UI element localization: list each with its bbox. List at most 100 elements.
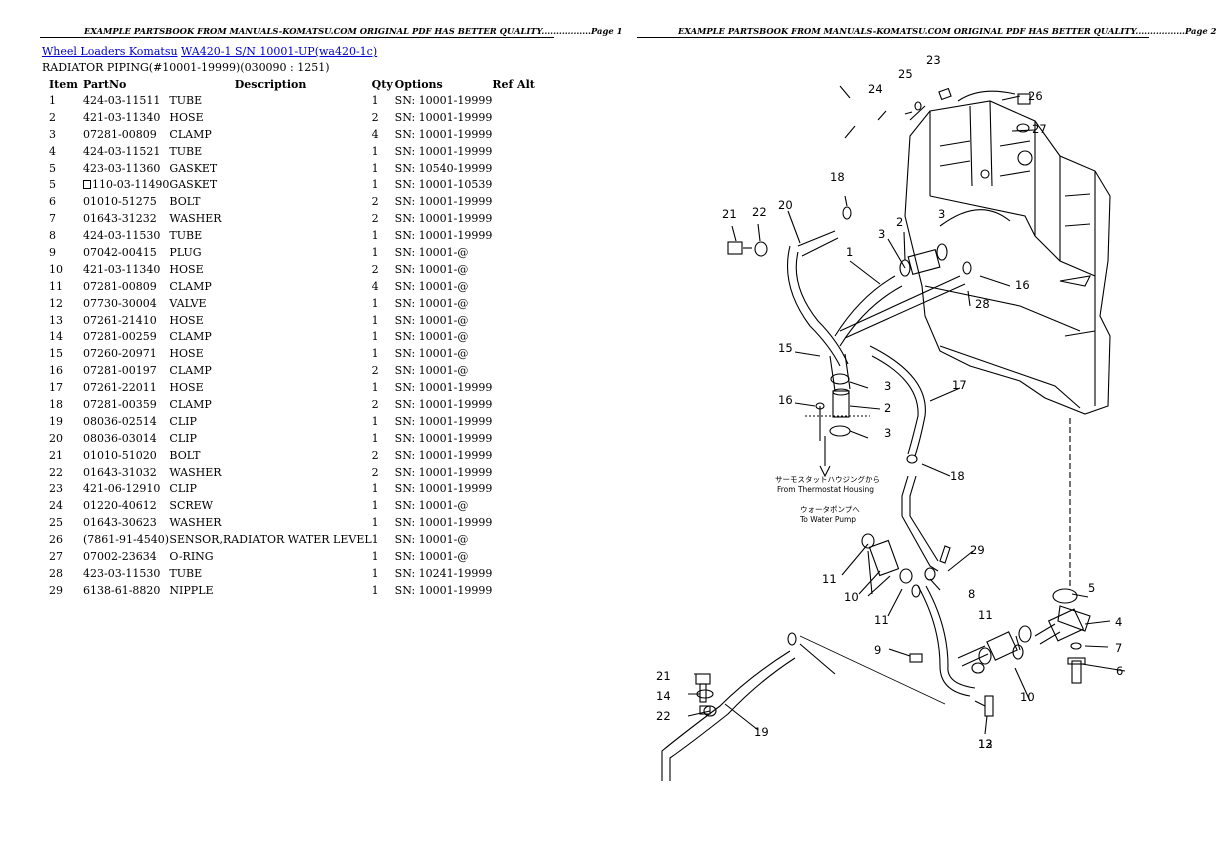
- cell-item: 27: [49, 549, 63, 563]
- cell-qty: 2: [371, 397, 379, 411]
- cell-qty: 2: [371, 110, 379, 124]
- cell-description: GASKET: [169, 178, 218, 192]
- cell-options: SN: 10001-19999: [394, 397, 493, 411]
- cell-refalt: [492, 92, 552, 109]
- cell-item: 29: [49, 583, 63, 597]
- cell-qty: 1: [371, 245, 379, 259]
- cell-partno: 421-03-11340: [83, 110, 161, 124]
- callout-label: 26: [1028, 89, 1043, 103]
- cell-partno: 01643-31032: [83, 465, 157, 479]
- cell-options: SN: 10001-@: [394, 262, 469, 276]
- note-thermostat-jp: サーモスタットハウジングから: [775, 474, 880, 484]
- note-pump-jp: ウォータポンプへ: [800, 505, 860, 514]
- cell-qty: 1: [371, 431, 379, 445]
- cell-item: 23: [49, 482, 63, 496]
- cell-refalt: [492, 447, 552, 464]
- cell-options: SN: 10001-@: [394, 313, 469, 327]
- cell-item: 24: [49, 499, 63, 513]
- callout-label: 21: [656, 669, 671, 683]
- cell-refalt: [492, 480, 552, 497]
- parts-table: Item PartNo Description Qty Options Ref …: [44, 76, 552, 599]
- cell-refalt: [492, 548, 552, 565]
- cell-qty: 1: [371, 583, 379, 597]
- cell-refalt: [492, 396, 552, 413]
- table-row: 26(7861-91-4540)SENSOR,RADIATOR WATER LE…: [44, 531, 552, 548]
- callout-label: 24: [868, 82, 883, 96]
- cell-partno: 421-06-12910: [83, 482, 161, 496]
- cell-item: 17: [49, 381, 63, 395]
- cell-partno: 07281-00197: [83, 364, 157, 378]
- cell-refalt: [492, 413, 552, 430]
- cell-item: 19: [49, 414, 63, 428]
- cell-refalt: [492, 430, 552, 447]
- callout-label: 11: [978, 608, 993, 622]
- cell-description: GASKET: [169, 161, 218, 175]
- cell-item: 26: [49, 533, 63, 547]
- cell-description: TUBE: [169, 93, 203, 107]
- cell-options: SN: 10001-19999: [394, 414, 493, 428]
- callout-label: 11: [822, 572, 837, 586]
- tube-1: [834, 275, 903, 347]
- cell-qty: 1: [371, 144, 379, 158]
- cell-description: BOLT: [169, 195, 201, 209]
- cell-item: 9: [49, 245, 56, 259]
- cell-options: SN: 10241-19999: [394, 566, 493, 580]
- cell-item: 10: [49, 262, 63, 276]
- cell-description: SCREW: [169, 499, 213, 513]
- cell-qty: 1: [371, 296, 379, 310]
- cell-item: 12: [49, 296, 63, 310]
- cell-description: VALVE: [169, 296, 207, 310]
- cell-partno: 07281-00259: [83, 330, 157, 344]
- callout-label: 14: [656, 689, 671, 703]
- callout-label: 2: [896, 215, 903, 229]
- cell-refalt: [492, 497, 552, 514]
- cell-refalt: [492, 514, 552, 531]
- breadcrumb-link-wheel-loaders[interactable]: Wheel Loaders Komatsu: [42, 45, 178, 58]
- callout-label: 17: [952, 378, 967, 392]
- callout-label: 12: [978, 737, 993, 751]
- callout-label: 10: [844, 590, 859, 604]
- callout-label: 6: [1116, 664, 1123, 678]
- hose-13: [661, 650, 796, 781]
- cell-description: HOSE: [169, 110, 204, 124]
- cell-qty: 4: [371, 279, 379, 293]
- cell-options: SN: 10001-19999: [394, 127, 493, 141]
- cell-description: HOSE: [169, 313, 204, 327]
- cell-qty: 1: [371, 381, 379, 395]
- cell-qty: 4: [371, 127, 379, 141]
- breadcrumb: Wheel Loaders Komatsu WA420-1 S/N 10001-…: [42, 45, 377, 58]
- sensor-wire: [957, 90, 1016, 102]
- cell-options: SN: 10001-19999: [394, 381, 493, 395]
- cell-item: 13: [49, 313, 63, 327]
- breadcrumb-link-model[interactable]: WA420-1 S/N 10001-UP(wa420-1c): [181, 45, 378, 58]
- cell-qty: 1: [371, 229, 379, 243]
- cell-description: WASHER: [169, 516, 222, 530]
- cell-refalt: [492, 464, 552, 481]
- cell-item: 20: [49, 431, 63, 445]
- cell-refalt: [492, 582, 552, 599]
- cell-description: TUBE: [169, 144, 203, 158]
- callout-label: 2: [884, 401, 891, 415]
- cell-qty: 2: [371, 195, 379, 209]
- cell-partno: 07281-00359: [83, 397, 157, 411]
- cell-description: HOSE: [169, 381, 204, 395]
- cell-item: 28: [49, 566, 63, 580]
- col-qty: Qty: [371, 77, 393, 91]
- cell-options: SN: 10001-10539: [394, 178, 493, 192]
- callout-label: 18: [950, 469, 965, 483]
- cell-options: SN: 10001-19999: [394, 431, 493, 445]
- col-options: Options: [394, 77, 443, 91]
- cell-item: 4: [49, 144, 56, 158]
- cell-item: 8: [49, 229, 56, 243]
- cell-qty: 1: [371, 347, 379, 361]
